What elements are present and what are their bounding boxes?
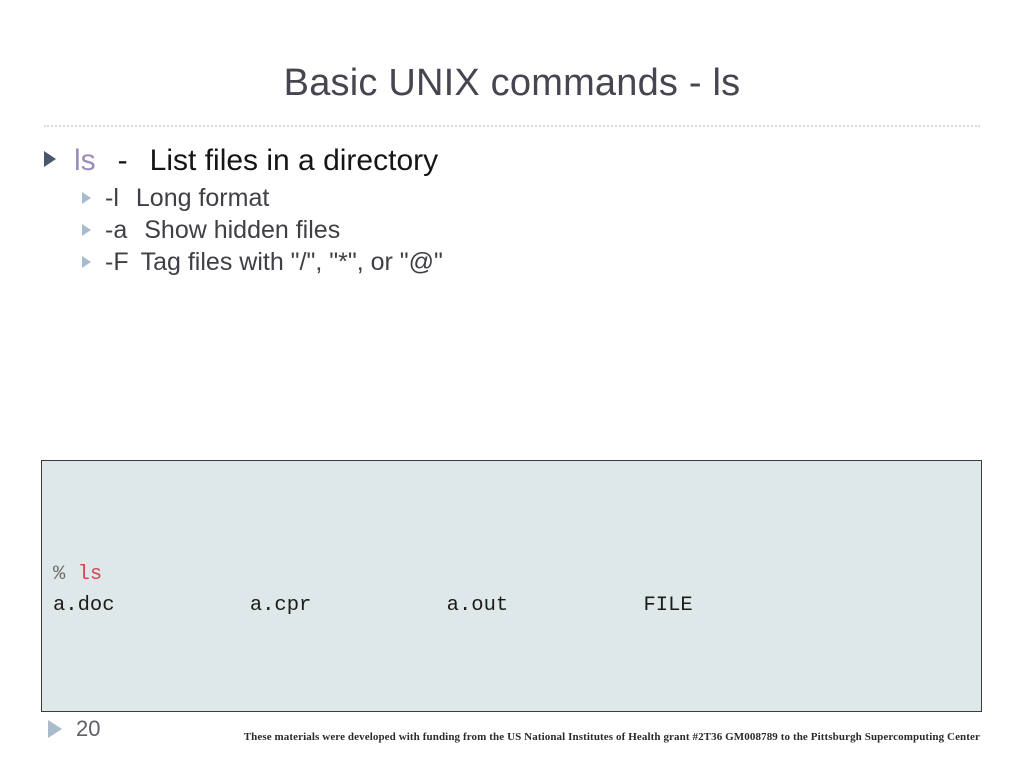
sub-bullet-triangle-icon <box>82 256 91 268</box>
terminal-output-line: a.doc a.cpr a.out FILE <box>53 594 693 617</box>
flag-name: -F <box>105 248 129 276</box>
bullet-item-flag-F: -F Tag files with "/", "*", or "@" <box>82 248 980 277</box>
flag-description: Show hidden files <box>144 216 341 244</box>
bullet-list: ls - List files in a directory -l Long f… <box>44 144 980 280</box>
terminal-prompt-sign: % <box>53 563 66 586</box>
title-area: Basic UNIX commands - ls <box>0 62 1024 106</box>
flag-name: -l <box>105 184 119 212</box>
flag-description: Long format <box>135 184 270 212</box>
terminal-example-box: % ls a.doc a.cpr a.out FILE <box>41 460 982 712</box>
bullet-item-flag-a: -a Show hidden files <box>82 216 980 245</box>
command-name: ls <box>74 144 96 177</box>
terminal-command: ls <box>77 563 103 586</box>
page-title: Basic UNIX commands - ls <box>283 62 741 104</box>
title-divider <box>44 125 980 127</box>
bullet-triangle-icon <box>44 151 56 167</box>
slide-number: 20 <box>76 716 101 741</box>
flag-name: -a <box>105 216 128 244</box>
command-dash: - <box>117 144 128 177</box>
funding-credit: These materials were developed with fund… <box>243 731 980 743</box>
terminal-content: % ls a.doc a.cpr a.out FILE <box>53 559 975 621</box>
flag-description: Tag files with "/", "*", or "@" <box>140 248 443 276</box>
footer-triangle-icon <box>48 720 62 738</box>
sub-bullet-triangle-icon <box>82 192 91 204</box>
bullet-item-flag-l: -l Long format <box>82 184 980 213</box>
bullet-item-ls: ls - List files in a directory <box>44 144 980 178</box>
command-description: List files in a directory <box>149 144 439 177</box>
sub-bullet-triangle-icon <box>82 224 91 236</box>
